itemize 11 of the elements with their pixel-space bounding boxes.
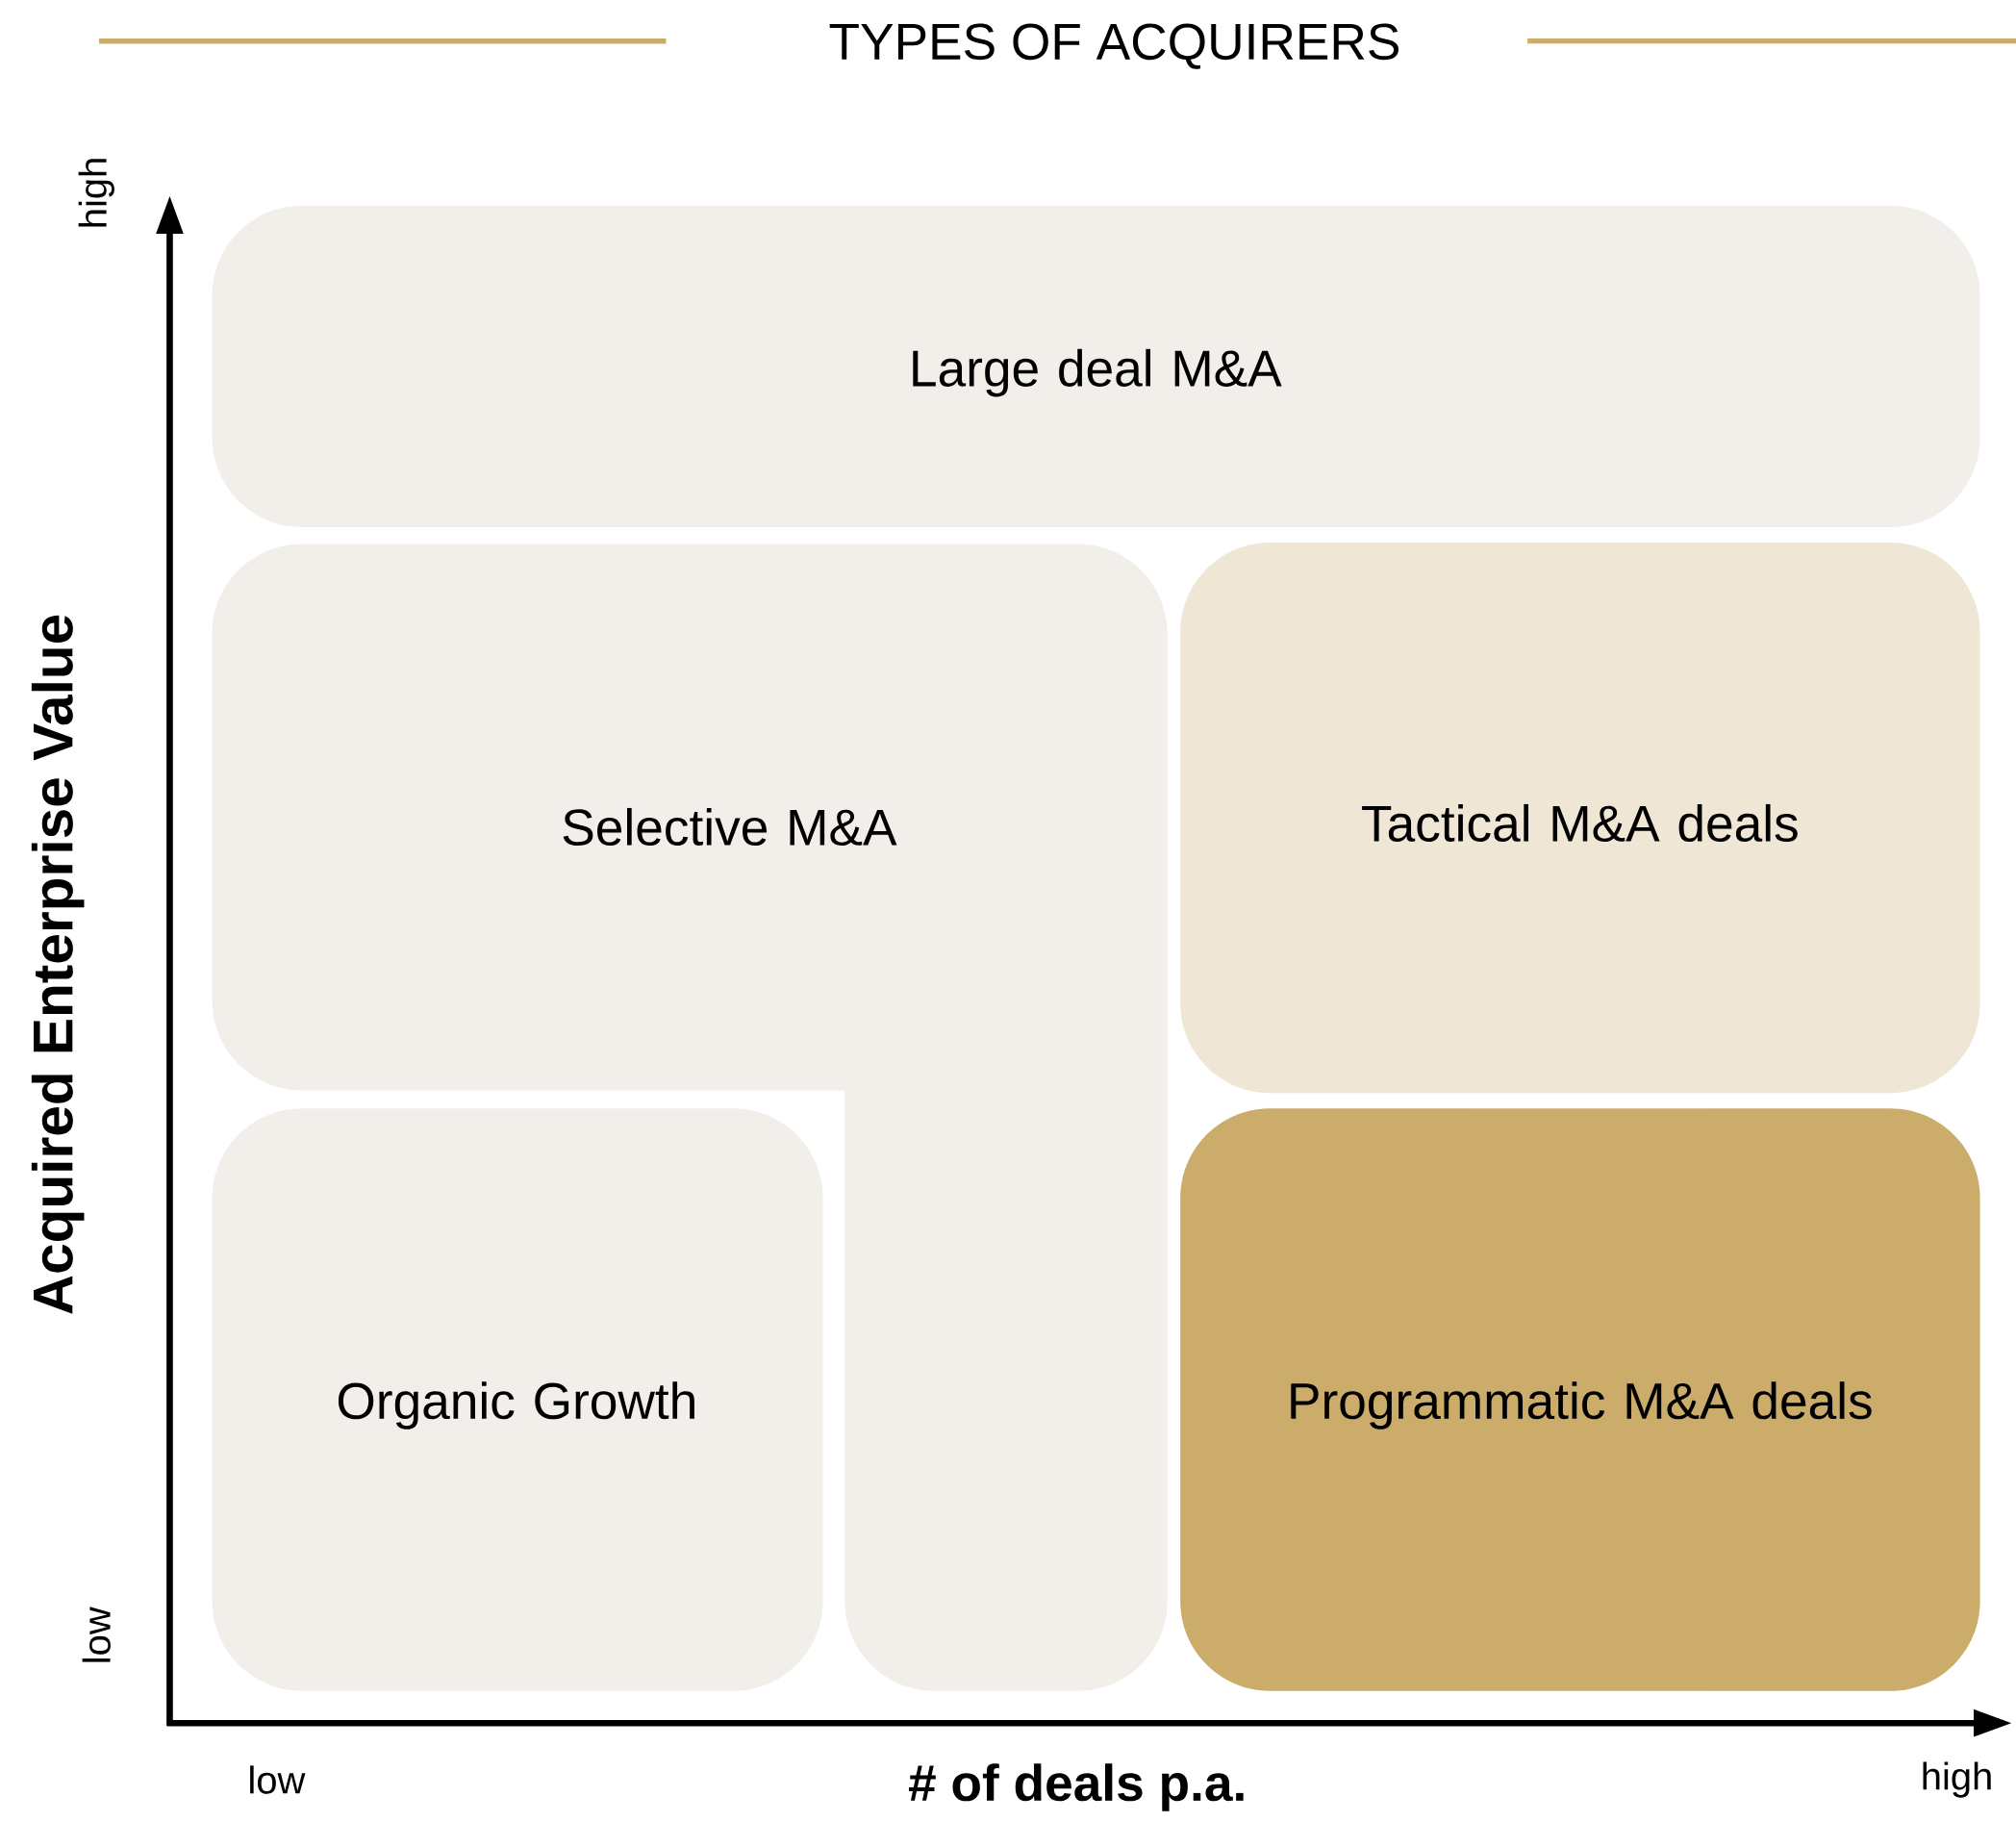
region-box: Large deal M&A — [212, 205, 1980, 527]
region-box: Organic Growth — [212, 1108, 823, 1691]
title: TYPES OF ACQUIRERS — [829, 23, 1399, 69]
axis-label: low — [82, 1607, 111, 1662]
axis-label: high — [1923, 1761, 1991, 1798]
axis-label: low — [250, 1765, 306, 1794]
axis-label: high — [78, 159, 114, 227]
region-box: Tactical M&A deals — [1180, 543, 1980, 1094]
axis-title: Acquired Enterprise Value — [31, 615, 85, 1314]
region-box: Programmatic M&A deals — [1180, 1108, 1980, 1691]
axis-title: # of deals p.a. — [908, 1763, 1244, 1811]
